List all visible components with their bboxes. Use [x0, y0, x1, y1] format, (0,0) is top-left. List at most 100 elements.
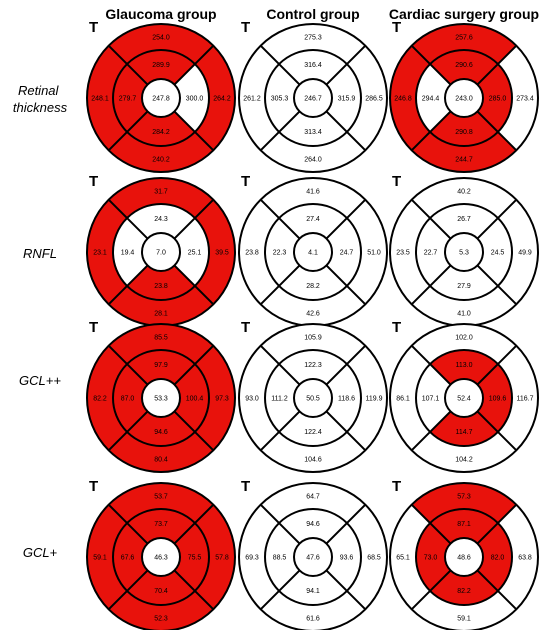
center-ring-outline — [141, 378, 181, 418]
value-inner-nasal: 315.9 — [338, 96, 356, 103]
value-center: 243.0 — [455, 96, 473, 103]
value-inner-superior: 97.9 — [154, 362, 168, 369]
sector-map-retinal-thickness-cardiac: 243.0290.6294.4290.8285.0257.6246.8244.7… — [389, 19, 539, 173]
center-ring-outline — [444, 78, 484, 118]
sector-outer-superior — [260, 483, 366, 524]
value-inner-nasal: 93.6 — [340, 555, 354, 562]
sector-inner-nasal — [326, 218, 362, 286]
sector-inner-nasal — [477, 64, 513, 132]
value-inner-inferior: 290.8 — [455, 129, 473, 136]
sector-inner-superior — [127, 509, 195, 544]
center-ring-outline — [293, 537, 333, 577]
sector-divider — [107, 344, 149, 386]
value-outer-superior: 57.3 — [457, 494, 471, 501]
sector-divider — [259, 569, 301, 611]
value-inner-superior: 113.0 — [456, 362, 473, 369]
value-outer-inferior: 264.0 — [304, 157, 322, 164]
sector-outer-inferior — [108, 285, 214, 326]
sector-outer-superior — [260, 324, 366, 365]
sector-divider — [107, 44, 149, 86]
sector-map-gcl-plus-glaucoma: 46.373.767.670.475.553.759.152.357.8T — [86, 478, 236, 630]
sector-center — [445, 233, 483, 271]
sector-divider — [410, 264, 452, 306]
sector-inner-inferior — [430, 111, 498, 146]
row-label-gcl-plus-plus: GCL++ — [19, 373, 61, 388]
center-ring-outline — [293, 378, 333, 418]
sector-outer-inferior — [108, 131, 214, 172]
sector-outer-temporal — [390, 504, 431, 610]
sector-outer-temporal — [87, 45, 128, 151]
value-outer-superior: 53.7 — [154, 494, 168, 501]
sector-divider — [410, 503, 452, 545]
sector-divider — [259, 110, 301, 152]
middle-ring-outline — [112, 508, 210, 606]
row-label-retinal-thickness: Retinal thickness — [13, 83, 68, 115]
middle-ring-outline — [112, 349, 210, 447]
sector-map-rnfl-control: 4.127.422.328.224.741.623.842.651.0T — [238, 173, 388, 327]
temporal-marker: T — [89, 319, 98, 336]
value-center: 5.3 — [459, 250, 469, 257]
value-outer-inferior: 42.6 — [306, 311, 320, 318]
sector-divider — [107, 110, 149, 152]
sector-inner-temporal — [264, 218, 300, 286]
value-outer-nasal: 39.5 — [215, 250, 229, 257]
sector-outer-nasal — [346, 199, 387, 305]
sector-inner-temporal — [113, 64, 148, 132]
sector-center — [142, 538, 180, 576]
sector-divider — [259, 198, 301, 240]
temporal-marker: T — [392, 478, 401, 495]
value-inner-inferior: 94.1 — [306, 588, 320, 595]
sector-inner-temporal — [113, 364, 148, 432]
sector-outer-inferior — [260, 285, 366, 326]
value-outer-nasal: 116.7 — [517, 396, 534, 403]
sector-divider — [107, 569, 149, 611]
value-outer-nasal: 63.8 — [518, 555, 532, 562]
middle-ring-outline — [415, 508, 513, 606]
value-inner-temporal: 111.2 — [271, 396, 288, 403]
outer-ring-outline — [238, 482, 388, 630]
center-ring-outline — [444, 537, 484, 577]
outer-ring-outline — [86, 323, 236, 473]
sector-outer-nasal — [497, 45, 539, 151]
value-inner-superior: 122.3 — [304, 362, 322, 369]
value-outer-inferior: 28.1 — [154, 311, 168, 318]
temporal-marker: T — [241, 319, 250, 336]
value-inner-inferior: 27.9 — [457, 283, 471, 290]
sector-outer-inferior — [411, 131, 517, 172]
sector-inner-superior — [430, 509, 498, 544]
sector-divider — [259, 503, 301, 545]
value-outer-temporal: 246.8 — [394, 96, 412, 103]
sector-maps: 247.8289.9279.7284.2300.0254.0248.1240.2… — [86, 19, 539, 630]
sector-map-gcl-plus-plus-cardiac: 52.4113.0107.1114.7109.6102.086.1104.211… — [389, 319, 539, 473]
center-ring-outline — [444, 378, 484, 418]
sector-outer-nasal — [346, 504, 387, 610]
sector-center — [294, 379, 332, 417]
sector-outer-temporal — [87, 199, 128, 305]
sector-divider — [325, 410, 367, 452]
sector-inner-inferior — [430, 265, 498, 300]
sector-inner-nasal — [326, 64, 361, 132]
sector-center — [445, 538, 483, 576]
value-outer-inferior: 104.6 — [304, 457, 322, 464]
outer-ring-outline — [86, 23, 236, 173]
column-header-control: Control group — [266, 6, 359, 22]
sector-outer-nasal — [194, 504, 235, 610]
sector-inner-inferior — [279, 111, 347, 147]
value-inner-superior: 26.7 — [457, 216, 471, 223]
value-outer-superior: 105.9 — [304, 335, 322, 342]
sector-inner-temporal — [415, 64, 451, 132]
center-ring-outline — [444, 232, 484, 272]
temporal-marker: T — [392, 319, 401, 336]
temporal-marker: T — [241, 19, 250, 36]
sector-inner-nasal — [326, 364, 361, 432]
sector-inner-nasal — [174, 364, 209, 432]
temporal-marker: T — [392, 173, 401, 190]
sector-inner-nasal — [477, 364, 512, 432]
value-inner-superior: 27.4 — [306, 216, 320, 223]
value-outer-nasal: 49.9 — [518, 250, 532, 257]
sector-outer-superior — [411, 178, 517, 219]
sector-inner-superior — [127, 204, 195, 239]
value-inner-temporal: 294.4 — [422, 96, 440, 103]
sector-outer-temporal — [390, 45, 431, 151]
